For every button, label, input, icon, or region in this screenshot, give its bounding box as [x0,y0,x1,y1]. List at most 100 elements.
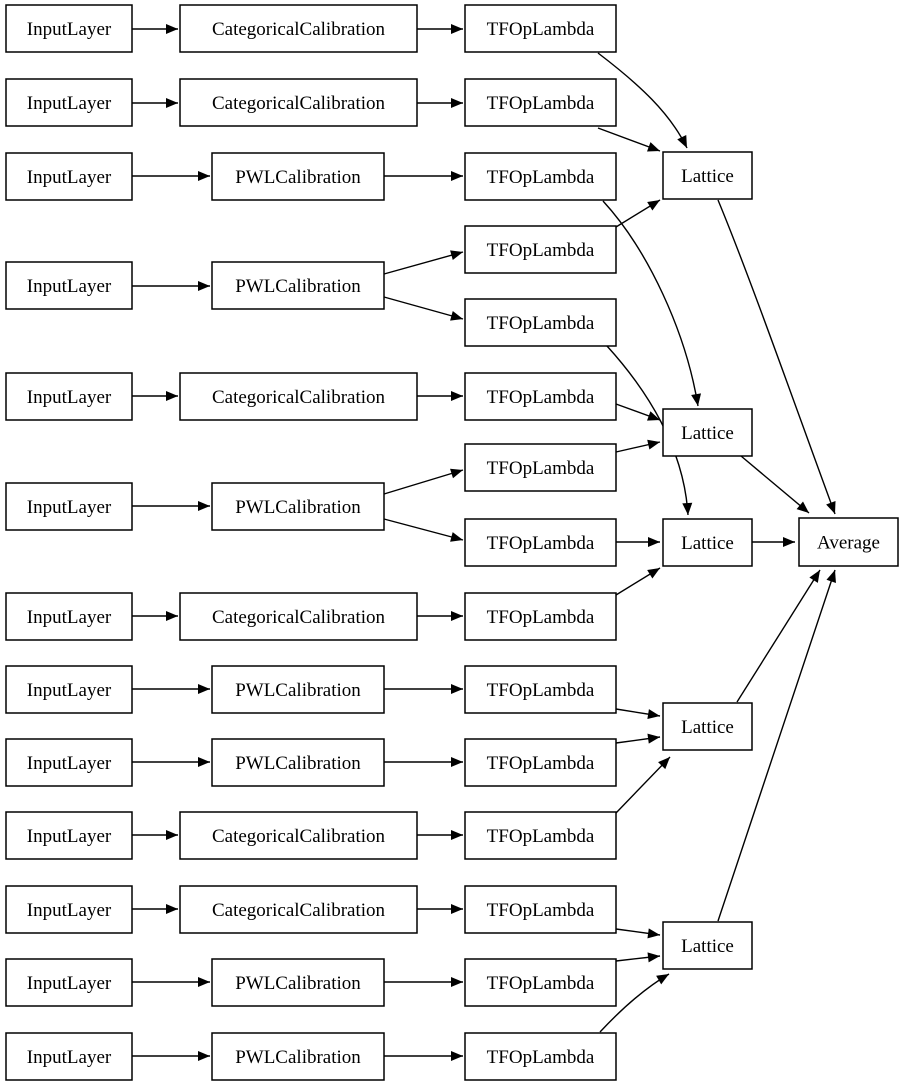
edge-pwl-calibration-3-to-tf-op-lambda-8 [383,518,464,542]
node-input-layer-9: InputLayer [5,738,133,787]
edge-tf-op-lambda-13-to-lattice-5 [615,928,661,939]
edge-lattice-1-to-average [717,199,836,515]
node-box-categorical-calibration-1 [179,4,418,53]
node-label-tf-op-lambda-15: TFOpLambda [487,1047,595,1068]
node-box-tf-op-lambda-9 [464,592,617,641]
node-tf-op-lambda-3: TFOpLambda [464,152,617,201]
node-label-pwl-calibration-4: PWLCalibration [235,680,361,701]
node-box-lattice-1 [662,151,753,200]
node-pwl-calibration-7: PWLCalibration [211,1032,385,1081]
node-box-tf-op-lambda-11 [464,738,617,787]
node-tf-op-lambda-13: TFOpLambda [464,885,617,934]
node-label-tf-op-lambda-3: TFOpLambda [487,167,595,188]
edge-tf-op-lambda-6-to-lattice-2 [615,403,661,421]
node-label-categorical-calibration-4: CategoricalCalibration [212,607,386,628]
node-box-input-layer-7 [5,592,133,641]
node-label-tf-op-lambda-9: TFOpLambda [487,607,595,628]
node-tf-op-lambda-9: TFOpLambda [464,592,617,641]
edge-tf-op-lambda-7-to-lattice-2 [615,439,661,453]
node-label-tf-op-lambda-7: TFOpLambda [487,458,595,479]
node-label-tf-op-lambda-14: TFOpLambda [487,973,595,994]
node-label-tf-op-lambda-10: TFOpLambda [487,680,595,701]
node-label-lattice-1: Lattice [681,166,734,187]
node-box-lattice-4 [662,702,753,751]
node-box-input-layer-12 [5,958,133,1007]
node-tf-op-lambda-2: TFOpLambda [464,78,617,127]
node-label-lattice-2: Lattice [681,423,734,444]
node-box-pwl-calibration-1 [211,152,385,201]
edge-pwl-calibration-3-to-tf-op-lambda-7 [383,468,464,495]
node-label-input-layer-4: InputLayer [27,276,112,297]
node-box-tf-op-lambda-5 [464,298,617,347]
node-box-input-layer-8 [5,665,133,714]
node-lattice-5: Lattice [662,921,753,970]
node-average: Average [798,517,899,567]
node-label-input-layer-2: InputLayer [27,93,112,114]
node-box-categorical-calibration-2 [179,78,418,127]
node-input-layer-3: InputLayer [5,152,133,201]
node-label-tf-op-lambda-8: TFOpLambda [487,533,595,554]
node-label-tf-op-lambda-6: TFOpLambda [487,387,595,408]
node-categorical-calibration-4: CategoricalCalibration [179,592,418,641]
node-input-layer-12: InputLayer [5,958,133,1007]
node-label-categorical-calibration-6: CategoricalCalibration [212,900,386,921]
node-label-input-layer-6: InputLayer [27,497,112,518]
node-tf-op-lambda-8: TFOpLambda [464,518,617,567]
node-categorical-calibration-3: CategoricalCalibration [179,372,418,421]
node-categorical-calibration-5: CategoricalCalibration [179,811,418,860]
edge-tf-op-lambda-3-to-lattice-2 [602,200,702,407]
node-box-average [798,517,899,567]
node-box-input-layer-5 [5,372,133,421]
node-label-input-layer-1: InputLayer [27,19,112,40]
node-box-pwl-calibration-5 [211,738,385,787]
node-tf-op-lambda-7: TFOpLambda [464,443,617,492]
node-box-lattice-2 [662,408,753,457]
node-box-input-layer-3 [5,152,133,201]
node-box-pwl-calibration-3 [211,482,385,531]
node-tf-op-lambda-6: TFOpLambda [464,372,617,421]
node-label-input-layer-3: InputLayer [27,167,112,188]
node-label-tf-op-lambda-5: TFOpLambda [487,313,595,334]
node-input-layer-4: InputLayer [5,261,133,310]
node-input-layer-7: InputLayer [5,592,133,641]
node-label-lattice-3: Lattice [681,533,734,554]
node-input-layer-8: InputLayer [5,665,133,714]
edge-tf-op-lambda-11-to-lattice-4 [615,733,661,744]
node-tf-op-lambda-4: TFOpLambda [464,225,617,274]
node-box-input-layer-13 [5,1032,133,1081]
node-box-input-layer-6 [5,482,133,531]
node-input-layer-11: InputLayer [5,885,133,934]
edge-tf-op-lambda-14-to-lattice-5 [615,952,661,963]
node-label-categorical-calibration-5: CategoricalCalibration [212,826,386,847]
node-label-input-layer-10: InputLayer [27,826,112,847]
node-box-tf-op-lambda-8 [464,518,617,567]
node-tf-op-lambda-12: TFOpLambda [464,811,617,860]
edge-tf-op-lambda-2-to-lattice-1 [597,127,661,152]
node-box-categorical-calibration-4 [179,592,418,641]
node-label-input-layer-11: InputLayer [27,900,112,921]
node-tf-op-lambda-10: TFOpLambda [464,665,617,714]
node-box-tf-op-lambda-12 [464,811,617,860]
node-box-tf-op-lambda-14 [464,958,617,1007]
edge-tf-op-lambda-5-to-lattice-3 [606,345,693,516]
node-label-categorical-calibration-3: CategoricalCalibration [212,387,386,408]
node-box-tf-op-lambda-6 [464,372,617,421]
node-input-layer-6: InputLayer [5,482,133,531]
node-label-pwl-calibration-5: PWLCalibration [235,753,361,774]
node-box-pwl-calibration-2 [211,261,385,310]
edge-tf-op-lambda-1-to-lattice-1 [597,52,688,149]
node-box-tf-op-lambda-15 [464,1032,617,1081]
node-box-tf-op-lambda-4 [464,225,617,274]
node-tf-op-lambda-5: TFOpLambda [464,298,617,347]
edge-tf-op-lambda-4-to-lattice-1 [615,199,661,228]
node-label-tf-op-lambda-1: TFOpLambda [487,19,595,40]
node-input-layer-5: InputLayer [5,372,133,421]
node-label-lattice-4: Lattice [681,717,734,738]
node-lattice-4: Lattice [662,702,753,751]
node-input-layer-10: InputLayer [5,811,133,860]
node-pwl-calibration-3: PWLCalibration [211,482,385,531]
node-label-categorical-calibration-2: CategoricalCalibration [212,93,386,114]
node-label-input-layer-5: InputLayer [27,387,112,408]
